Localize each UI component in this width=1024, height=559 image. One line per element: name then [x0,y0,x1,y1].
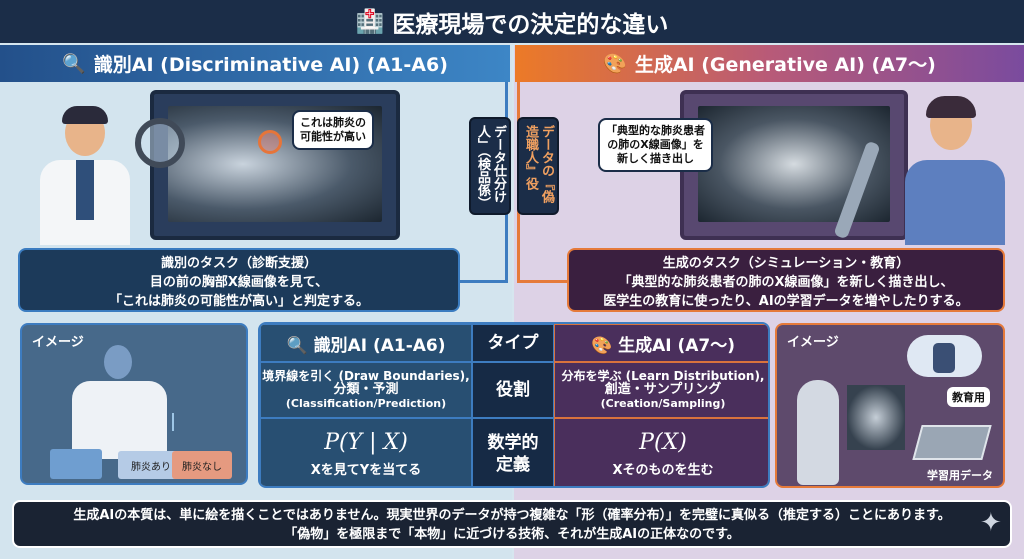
task-line: 目の前の胸部X線画像を見て、 [149,275,329,290]
arrow-down-icon [172,413,174,431]
table-math-label: 数学的 定義 [472,418,554,486]
label-line: 数学的 [487,433,539,453]
comparison-table: 🔍 識別AI (A1-A6) タイプ 🎨 生成AI (A7〜) 境界線を引く (… [258,322,770,488]
training-data-label: 学習用データ [927,469,993,482]
discriminative-header-text: 識別AI (Discriminative AI) (A1-A6) [93,54,448,76]
task-line: 「典型的な肺炎患者の肺のX線画像」を新しく描き出し、 [618,275,954,290]
title-bar: 🏥 医療現場での決定的な違い [0,0,1024,43]
generative-header: 🎨 生成AI (Generative AI) (A7〜) [515,45,1024,82]
role-line: 創造・サンプリング [604,382,722,397]
generative-math: P(X) Xそのものを生む [554,418,768,486]
bubble-line: これは肺炎の [300,116,366,129]
formula-desc: Xを見てYを当てる [310,463,422,478]
label-line: 定義 [496,455,530,475]
right-speech-bubble: 「典型的な肺炎患者 の肺のX線画像」を 新しく描き出し [598,118,713,172]
generative-task-box: 生成のタスク（シミュレーション・教育） 「典型的な肺炎患者の肺のX線画像」を新し… [567,248,1005,312]
robot-icon [797,380,839,485]
summary-line: 「偽物」を極限まで「本物」に近づける技術、それが生成AIの正体なのです。 [284,527,740,542]
discriminative-math: P(Y | X) Xを見てYを当てる [260,418,472,486]
table-role-label: 役割 [472,362,554,418]
discriminative-image-box: イメージ 肺炎あり 肺炎なし [20,323,248,485]
task-title: 識別のタスク（診断支援） [160,256,317,271]
generative-role: 分布を学ぶ (Learn Distribution), 創造・サンプリング (C… [554,362,768,418]
formula: P(Y | X) [324,430,408,455]
role-line: (Classification/Prediction) [285,397,447,410]
left-role-label: データ仕分け人」（検品係） [469,117,511,215]
generative-header-text: 生成AI (Generative AI) (A7〜) [634,54,936,76]
magnifier-icon: 🔍 [62,53,86,75]
hospital-icon: 🏥 [355,9,385,35]
bubble-line: 可能性が高い [300,130,366,143]
table-header-type: タイプ [472,324,554,362]
inspector-head [104,345,132,379]
left-speech-bubble: これは肺炎の 可能性が高い [292,110,374,150]
summary-line: 生成AIの本質は、単に絵を描くことではありません。現実世界のデータが持つ複雑な「… [73,508,951,523]
table-header-generative: 🎨 生成AI (A7〜) [554,324,768,362]
education-speech-bubble: 教育用 [947,387,990,407]
bubble-line: 「典型的な肺炎患者 [606,124,705,137]
page-title: 医療現場での決定的な違い [392,11,669,38]
palette-icon: 🎨 [603,53,627,75]
training-data-stack [912,425,992,460]
right-role-label: データの『偽造職人』役 [517,117,559,215]
formula: P(X) [639,430,687,455]
doctor-illustration [30,106,140,245]
task-line: 医学生の教育に使ったり、AIの学習データを増やしたりする。 [603,294,969,309]
role-line: 分布を学ぶ (Learn Distribution), [561,369,765,383]
right-monitor [680,90,908,240]
task-line: 「これは肺炎の可能性が高い」と判定する。 [108,294,369,309]
blue-arrow [460,280,508,283]
discriminative-role: 境界線を引く (Draw Boundaries), 分類・予測 (Classif… [260,362,472,418]
generative-image-box: イメージ 教育用 学習用データ [775,323,1005,488]
database-icon [933,343,955,373]
bubble-line: 新しく描き出し [617,152,694,165]
formula-desc: Xそのものを生む [612,463,714,478]
role-line: (Creation/Sampling) [600,397,726,410]
sparkle-icon: ✦ [980,508,1002,538]
task-title: 生成のタスク（シミュレーション・教育） [662,256,910,271]
magnifier-icon [135,118,185,168]
folder-pneumonia-no: 肺炎なし [172,451,232,479]
bubble-line: の肺のX線画像」を [607,138,704,151]
input-folder [50,449,102,479]
image-label: イメージ [787,335,839,350]
image-label: イメージ [32,335,84,350]
role-line: 分類・予測 [333,382,399,397]
table-header-discriminative: 🔍 識別AI (A1-A6) [260,324,472,362]
discriminative-task-box: 識別のタスク（診断支援） 目の前の胸部X線画像を見て、 「これは肺炎の可能性が高… [18,248,460,312]
orange-arrow [517,280,567,283]
student-illustration [900,96,1010,245]
inspector-body [72,381,167,459]
xray-image [847,385,905,450]
discriminative-header: 🔍 識別AI (Discriminative AI) (A1-A6) [0,45,510,82]
lesion-marker [258,130,282,154]
magnifier-icon: 🔍 [286,335,314,356]
palette-icon: 🎨 [590,335,619,356]
role-line: 境界線を引く (Draw Boundaries), [262,369,470,383]
header-text: 識別AI (A1-A6) [313,335,446,356]
summary-box: 生成AIの本質は、単に絵を描くことではありません。現実世界のデータが持つ複雑な「… [12,500,1012,548]
header-text: 生成AI (A7〜) [618,335,736,356]
